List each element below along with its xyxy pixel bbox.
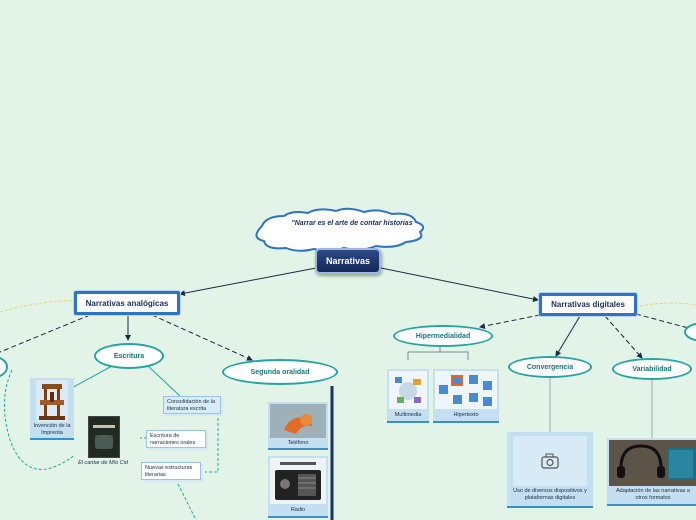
tile-convergencia-caption: Uso de diversos dispositivos y plataform… (513, 488, 587, 501)
tile-variabilidad-caption: Adaptación de las narrativas a otros for… (616, 488, 690, 501)
node-segunda-oralidad[interactable]: Segunda oralidad (222, 359, 338, 385)
note-escritura-orales[interactable]: Escritura de narraciones orales (146, 430, 206, 448)
tile-multimedia[interactable]: Multimedia (387, 369, 429, 423)
node-hipermedialidad[interactable]: Hipermedialidad (393, 325, 493, 347)
camera-icon (541, 453, 559, 469)
node-convergencia[interactable]: Convergencia (508, 356, 592, 378)
tile-variabilidad[interactable]: Adaptación de las narrativas a otros for… (607, 438, 696, 506)
note-consolidacion[interactable]: Consolidación de la literatura escrita (163, 396, 221, 414)
tile-convergencia[interactable]: Uso de diversos dispositivos y plataform… (507, 432, 593, 508)
book-cover-image (88, 416, 120, 458)
node-narrativas-digitales[interactable]: Narrativas digitales (539, 293, 637, 316)
multimedia-icon (389, 371, 427, 409)
phone-icon (270, 404, 326, 438)
hypertext-icon (435, 371, 497, 409)
tile-imprenta-caption: Invención de la Imprenta (33, 423, 71, 436)
image-placeholder (513, 436, 587, 486)
printing-press-icon (36, 380, 68, 422)
tile-telefono[interactable]: Teléfono (268, 402, 328, 450)
node-narrativas-analogicas[interactable]: Narrativas analógicas (74, 291, 180, 315)
node-variabilidad[interactable]: Variabilidad (612, 358, 692, 380)
tile-hipertexto-caption: Hipertexto (453, 412, 479, 418)
tile-radio[interactable]: Radio (268, 456, 328, 518)
node-escritura[interactable]: Escritura (94, 343, 164, 369)
tile-radio-caption: Radio (290, 507, 306, 513)
headphones-book-icon (609, 440, 696, 486)
tile-multimedia-caption: Multimedia (394, 412, 422, 418)
tile-telefono-caption: Teléfono (287, 440, 309, 446)
quote-cloud: "Narrar es el arte de contar historias (291, 220, 413, 227)
tile-hipertexto[interactable]: Hipertexto (433, 369, 499, 423)
root-node[interactable]: Narrativas (315, 248, 381, 274)
radio-icon (270, 458, 326, 504)
tile-imprenta[interactable]: Invención de la Imprenta (30, 378, 74, 440)
caption-cantar-mio-cid: El cantar de Mío Cid (78, 460, 128, 466)
note-nuevas-estructuras[interactable]: Nuevas estructuras literarias (141, 462, 201, 480)
